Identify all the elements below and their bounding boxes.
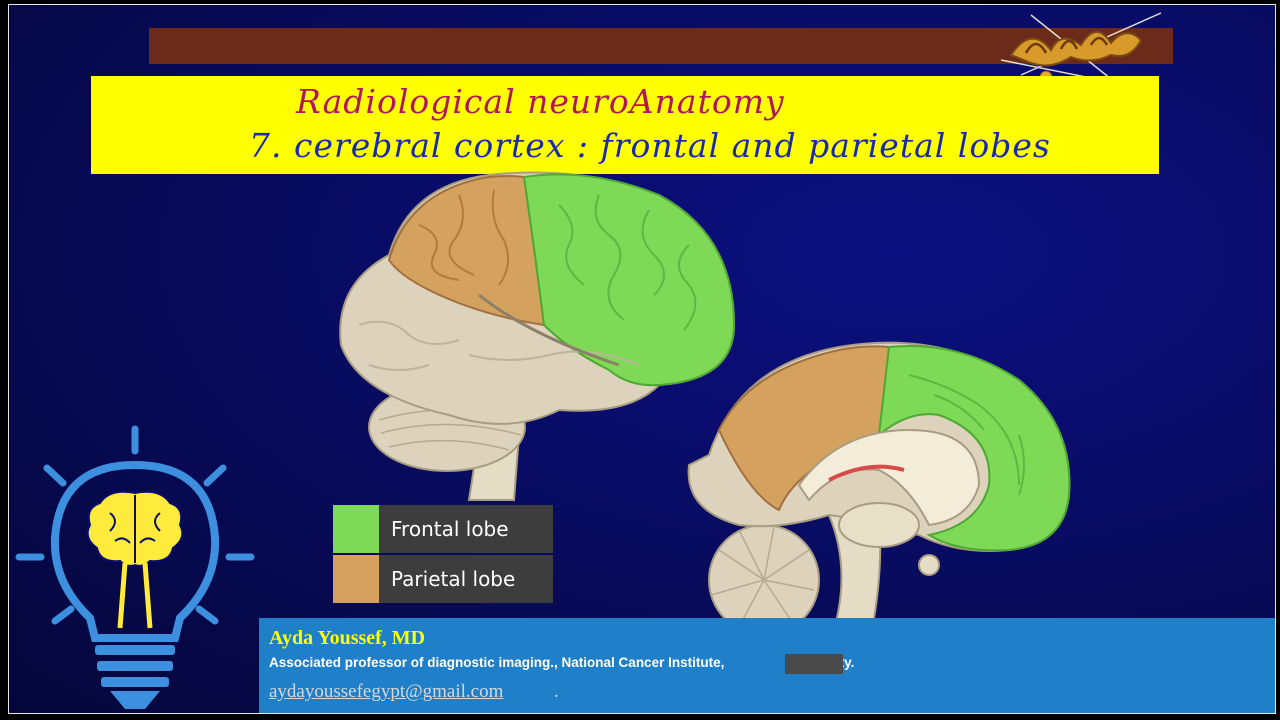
legend-label: Frontal lobe xyxy=(391,517,509,541)
author-email-suffix: . xyxy=(554,681,559,702)
slide: Radiological neuroAnatomy 7. cerebral co… xyxy=(8,4,1276,714)
lightbulb-brain-icon xyxy=(15,425,255,709)
author-email-link[interactable]: aydayoussefegypt@gmail.com xyxy=(269,681,504,702)
legend-label: Parietal lobe xyxy=(391,567,516,591)
title-line-1: Radiological neuroAnatomy xyxy=(296,82,785,121)
lateral-brain-illustration xyxy=(339,171,736,501)
author-role-text: Associated professor of diagnostic imagi… xyxy=(269,655,725,670)
legend: Frontal lobe Parietal lobe xyxy=(333,505,553,605)
redacted-block xyxy=(785,654,843,674)
author-panel: Ayda Youssef, MD Associated professor of… xyxy=(259,618,1275,713)
title-line-2: 7. cerebral cortex : frontal and parieta… xyxy=(249,126,1051,165)
author-name: Ayda Youssef, MD xyxy=(269,627,426,649)
header-bar xyxy=(149,28,1173,64)
parietal-swatch xyxy=(333,555,379,603)
legend-item-frontal: Frontal lobe xyxy=(333,505,553,553)
author-role: Associated professor of diagnostic imagi… xyxy=(269,655,854,670)
title-banner: Radiological neuroAnatomy 7. cerebral co… xyxy=(91,76,1159,174)
sagittal-brain-illustration xyxy=(687,341,1071,646)
legend-item-parietal: Parietal lobe xyxy=(333,555,553,603)
frontal-swatch xyxy=(333,505,379,553)
